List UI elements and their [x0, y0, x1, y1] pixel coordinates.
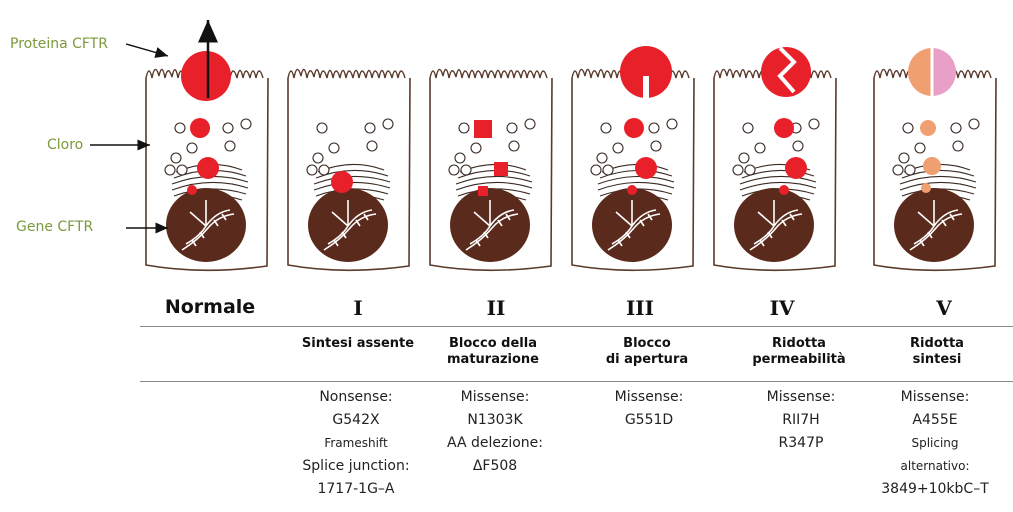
gene-label: Gene CFTR — [16, 219, 93, 235]
desc-class-4: Ridotta permeabilità — [724, 336, 874, 368]
mutations-class-4: Missense: RII7H R347P — [726, 386, 876, 455]
cell-class-3 — [572, 46, 694, 270]
chloride-label: Cloro — [47, 137, 83, 153]
desc-class-1: Sintesi assente — [283, 336, 433, 352]
mutations-class-5: Missense: A455E Splicing alternativo: 38… — [860, 386, 1010, 501]
header-class-1: I — [288, 296, 428, 320]
cell-class-1 — [288, 69, 410, 270]
header-class-3: III — [570, 296, 710, 320]
cell-class-4 — [714, 47, 836, 270]
header-class-5: V — [874, 296, 1013, 320]
header-normal: Normale — [150, 296, 270, 318]
cell-class-5 — [874, 48, 996, 270]
mutations-class-1: Nonsense: G542X Frameshift Splice juncti… — [281, 386, 431, 501]
cell-normal — [146, 20, 268, 270]
mutations-class-3: Missense: G551D — [574, 386, 724, 432]
protein-pointer-arrow — [126, 44, 168, 56]
description-divider — [140, 381, 1013, 382]
cell-class-2 — [430, 69, 552, 270]
desc-class-2: Blocco della maturazione — [418, 336, 568, 368]
cftr-cell-diagram — [0, 0, 1013, 300]
desc-class-3: Blocco di apertura — [572, 336, 722, 368]
header-class-4: IV — [712, 296, 852, 320]
desc-class-5: Ridotta sintesi — [862, 336, 1012, 368]
protein-label: Proteina CFTR — [10, 36, 108, 52]
header-class-2: II — [426, 296, 566, 320]
mutations-class-2: Missense: N1303K AA delezione: ΔF508 — [420, 386, 570, 478]
header-divider — [140, 326, 1013, 327]
